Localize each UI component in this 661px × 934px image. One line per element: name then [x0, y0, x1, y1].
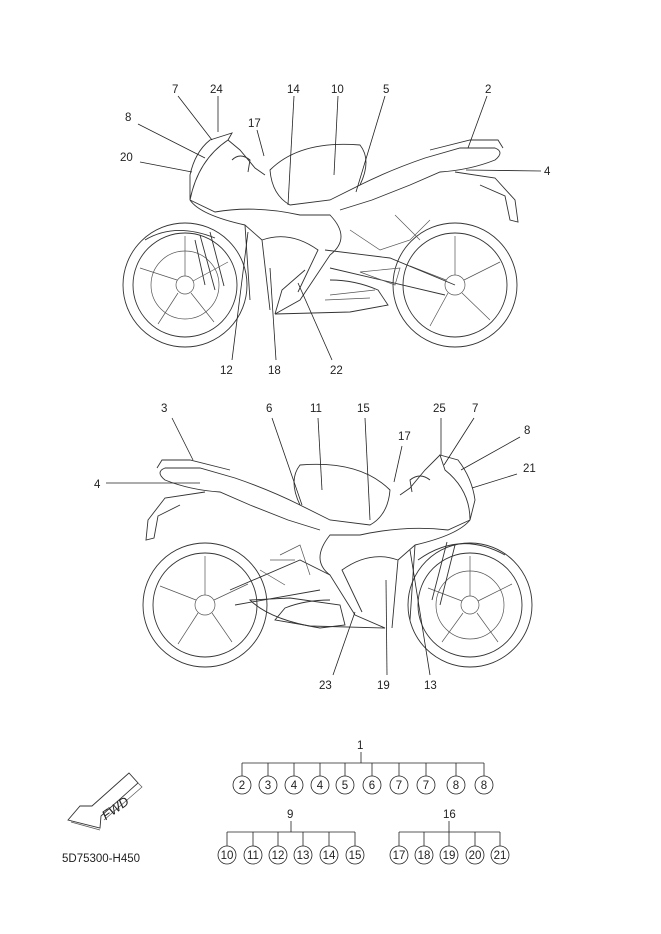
tree-node-circle — [465, 845, 485, 865]
tree-node-circle — [319, 845, 339, 865]
tree-node-label: 4 — [291, 780, 298, 792]
callout-top-12: 12 — [220, 365, 233, 377]
tree-node-circle — [284, 775, 304, 795]
tree-node-label: 21 — [494, 850, 507, 862]
callout-bottom-8: 8 — [524, 425, 530, 437]
tree-node-label: 8 — [453, 780, 459, 792]
callout-bottom-25: 25 — [433, 403, 446, 415]
part-code: 5D75300-H450 — [62, 853, 140, 865]
tree-node-circle — [446, 775, 466, 795]
callout-top-18: 18 — [268, 365, 281, 377]
tree-node-label: 7 — [396, 780, 402, 792]
tree-node-label: 2 — [239, 780, 245, 792]
callout-top-24: 24 — [210, 84, 223, 96]
callout-top-4: 4 — [544, 166, 551, 178]
tree-node-circle — [389, 845, 409, 865]
tree-node-circle — [335, 775, 355, 795]
motorcycle-left-view — [122, 132, 519, 348]
tree-left-root: 9 — [287, 809, 293, 821]
tree-node-label: 7 — [423, 780, 429, 792]
callout-top-8: 8 — [125, 112, 131, 124]
tree-node-circle — [389, 775, 409, 795]
tree-left-nodes: 10 11 12 13 14 15 — [217, 845, 365, 865]
callout-bottom-13: 13 — [424, 680, 437, 692]
callout-top-10: 10 — [331, 84, 344, 96]
tree-node-label: 18 — [418, 850, 431, 862]
fwd-arrow-icon: FWD — [67, 772, 143, 831]
tree-node-label: 10 — [221, 850, 234, 862]
callout-bottom-19: 19 — [377, 680, 390, 692]
tree-node-circle — [362, 775, 382, 795]
motorcycle-right-view — [142, 454, 533, 668]
tree-node-label: 3 — [265, 780, 271, 792]
tree-node-circle — [416, 775, 436, 795]
tree-node-label: 5 — [342, 780, 348, 792]
callout-top-5: 5 — [383, 84, 389, 96]
bottom-callout-labels: 3 6 11 15 25 7 17 8 21 4 23 19 13 — [94, 403, 536, 692]
callout-bottom-23: 23 — [319, 680, 332, 692]
tree-node-label: 6 — [369, 780, 375, 792]
tree-node-circle — [258, 775, 278, 795]
tree-node-circle — [345, 845, 365, 865]
tree-node-label: 20 — [469, 850, 482, 862]
tree-main-nodes: 2 3 4 4 5 6 7 7 8 8 — [232, 775, 494, 795]
callout-bottom-17: 17 — [398, 431, 411, 443]
tree-node-circle — [243, 845, 263, 865]
tree-main-root: 1 — [357, 740, 363, 752]
tree-node-circle — [490, 845, 510, 865]
tree-right: 16 17 18 19 20 21 — [389, 809, 510, 865]
tree-node-label: 14 — [323, 850, 336, 862]
tree-node-circle — [439, 845, 459, 865]
tree-node-label: 12 — [272, 850, 285, 862]
fwd-label: FWD — [99, 794, 132, 823]
tree-node-circle — [232, 775, 252, 795]
callout-top-2: 2 — [485, 84, 491, 96]
bottom-leader-lines — [106, 417, 521, 676]
tree-main: 1 2 3 4 4 5 6 7 7 8 8 — [232, 740, 494, 795]
tree-node-circle — [293, 845, 313, 865]
tree-node-label: 4 — [317, 780, 324, 792]
tree-node-label: 17 — [393, 850, 406, 862]
tree-node-circle — [414, 845, 434, 865]
callout-top-7: 7 — [172, 84, 178, 96]
top-callout-labels: 7 24 8 20 17 14 10 5 2 4 12 18 22 — [120, 84, 551, 377]
tree-node-label: 19 — [443, 850, 456, 862]
callout-bottom-4: 4 — [94, 479, 101, 491]
callout-top-14: 14 — [287, 84, 300, 96]
tree-right-root: 16 — [443, 809, 456, 821]
callout-top-17: 17 — [248, 118, 261, 130]
tree-node-label: 15 — [349, 850, 362, 862]
tree-left: 9 10 11 12 13 14 15 — [217, 809, 365, 865]
tree-node-label: 13 — [297, 850, 310, 862]
tree-node-circle — [310, 775, 330, 795]
tree-node-label: 8 — [481, 780, 487, 792]
top-leader-lines — [137, 95, 542, 361]
callout-bottom-3: 3 — [161, 403, 167, 415]
callout-top-22: 22 — [330, 365, 343, 377]
tree-node-circle — [217, 845, 237, 865]
tree-node-label: 11 — [247, 850, 259, 862]
callout-bottom-6: 6 — [266, 403, 272, 415]
tree-right-nodes: 17 18 19 20 21 — [389, 845, 510, 865]
callout-bottom-11: 11 — [310, 403, 322, 415]
callout-bottom-15: 15 — [357, 403, 370, 415]
tree-node-circle — [474, 775, 494, 795]
tree-node-circle — [268, 845, 288, 865]
callout-bottom-21: 21 — [523, 463, 536, 475]
callout-top-20: 20 — [120, 152, 133, 164]
callout-bottom-7: 7 — [472, 403, 478, 415]
